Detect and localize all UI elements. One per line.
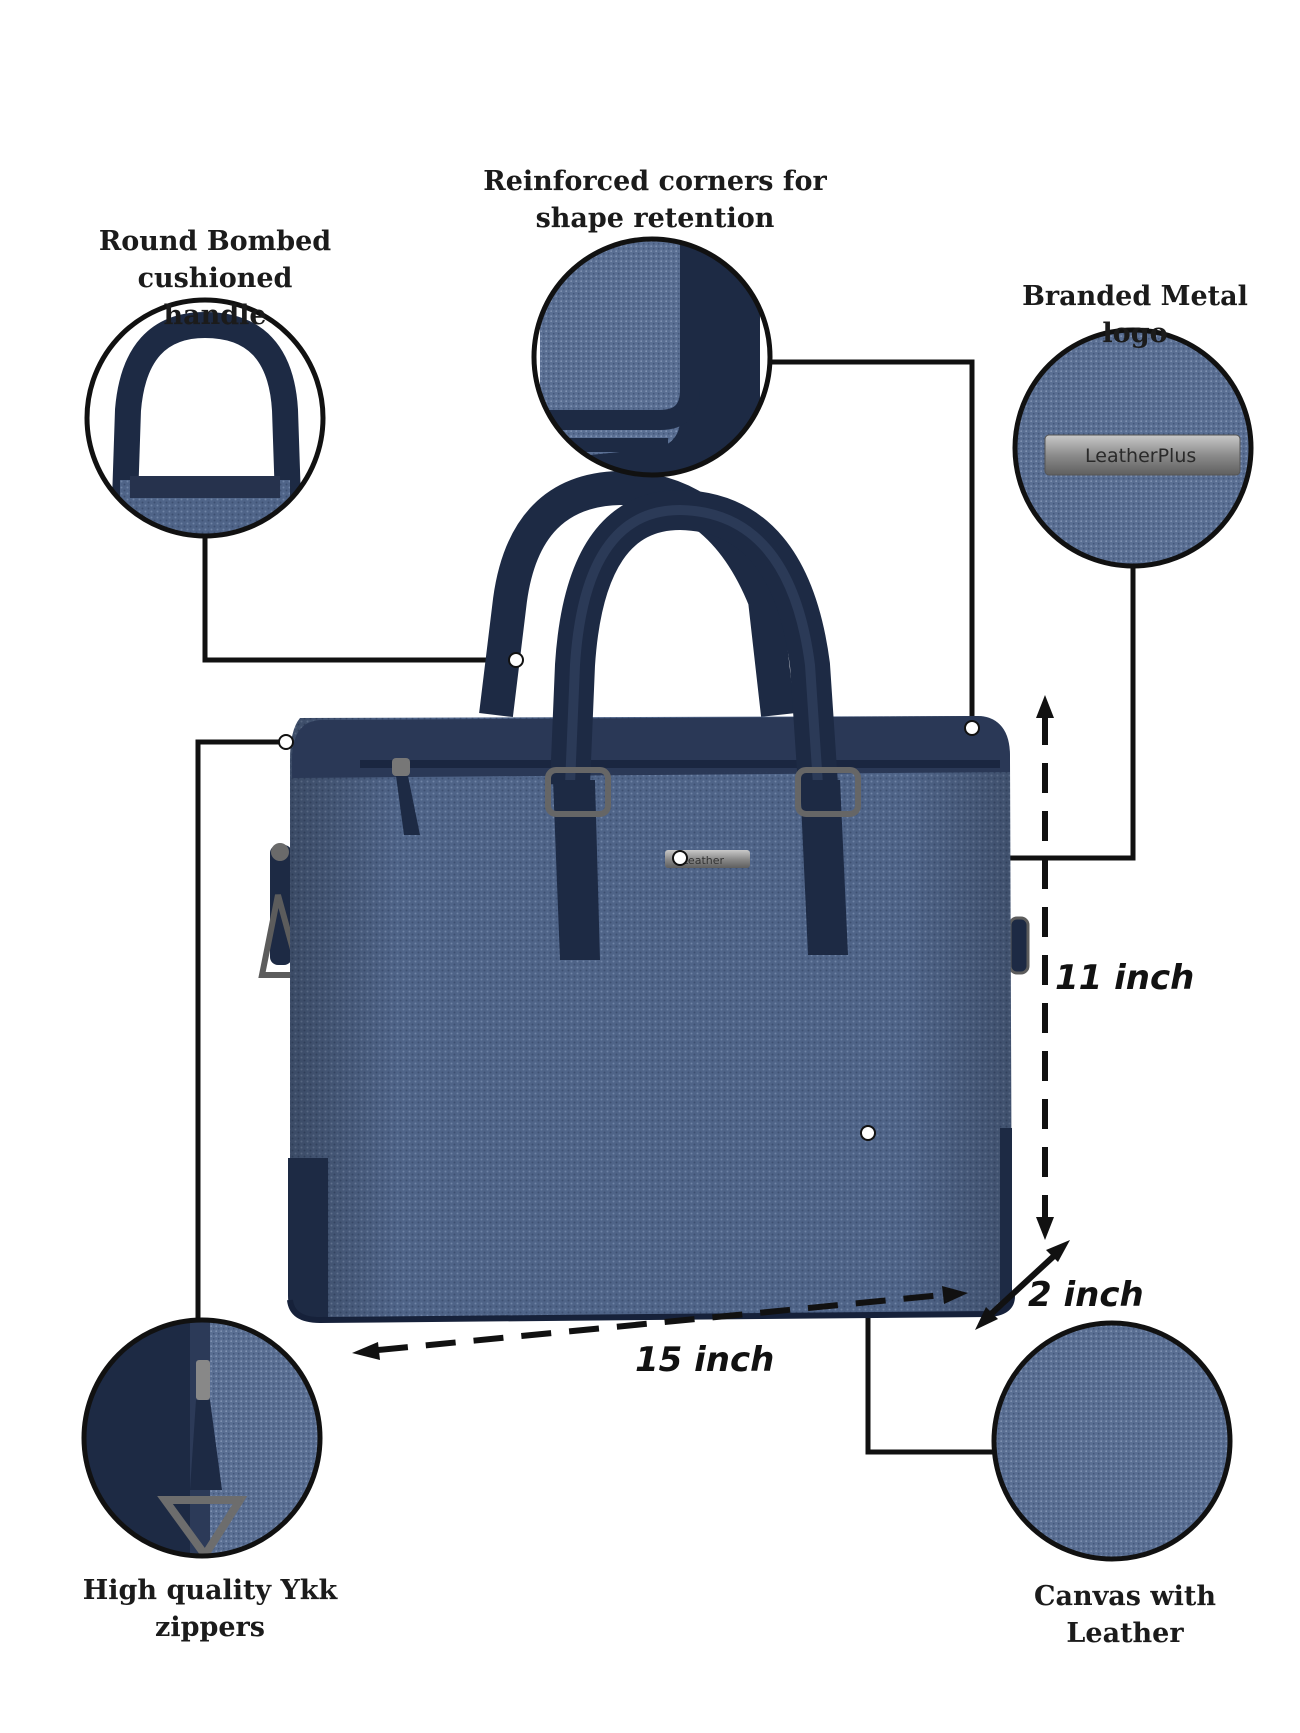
- bottom-corner-right: [1000, 1128, 1012, 1312]
- feature-label-handle: Round Bombed cushioned handle: [98, 226, 332, 331]
- logo-plate-text: Leather: [682, 854, 724, 867]
- callout-dots: [278, 652, 980, 1141]
- detail-circle-handle: [84, 297, 326, 539]
- connector-corner: [772, 359, 975, 726]
- handle-tab-left: [553, 780, 600, 960]
- connector-zipper: [195, 739, 286, 1320]
- side-strap-right: [1008, 916, 1030, 975]
- dimension-height: 11 inch: [1055, 958, 1195, 998]
- feature-label-zippers: High quality Ykk zippers: [82, 1575, 338, 1643]
- dimension-arrows: [352, 695, 1070, 1360]
- detail-circle-material: [991, 1320, 1233, 1562]
- ring-right: [795, 767, 861, 817]
- dimension-width: 15 inch: [635, 1340, 775, 1380]
- zipper-track: [360, 760, 1000, 768]
- back-handle: [479, 470, 795, 718]
- feature-label-corners: Reinforced corners for shape retention: [483, 166, 827, 234]
- logo-detail-text: LeatherPlus: [1085, 445, 1196, 467]
- feature-label-material: Canvas with Leather: [1034, 1581, 1216, 1649]
- connector-handle: [202, 536, 514, 663]
- dimension-depth: 2 inch: [1028, 1275, 1144, 1315]
- detail-circle-zipper: [81, 1317, 323, 1559]
- handle-tab-right: [800, 780, 848, 955]
- feature-label-logo: Branded Metal logo: [1022, 281, 1248, 349]
- detail-circle-logo: LeatherPlus: [1012, 327, 1254, 569]
- depth-arrow: [987, 1252, 1058, 1318]
- zipper-pull: [392, 758, 420, 835]
- bottom-corner-left: [288, 1158, 328, 1318]
- ring-left: [545, 767, 611, 817]
- bag-illustration: Leather: [258, 470, 1030, 1324]
- detail-circle-corner: [531, 236, 773, 478]
- side-strap-left: [258, 843, 304, 978]
